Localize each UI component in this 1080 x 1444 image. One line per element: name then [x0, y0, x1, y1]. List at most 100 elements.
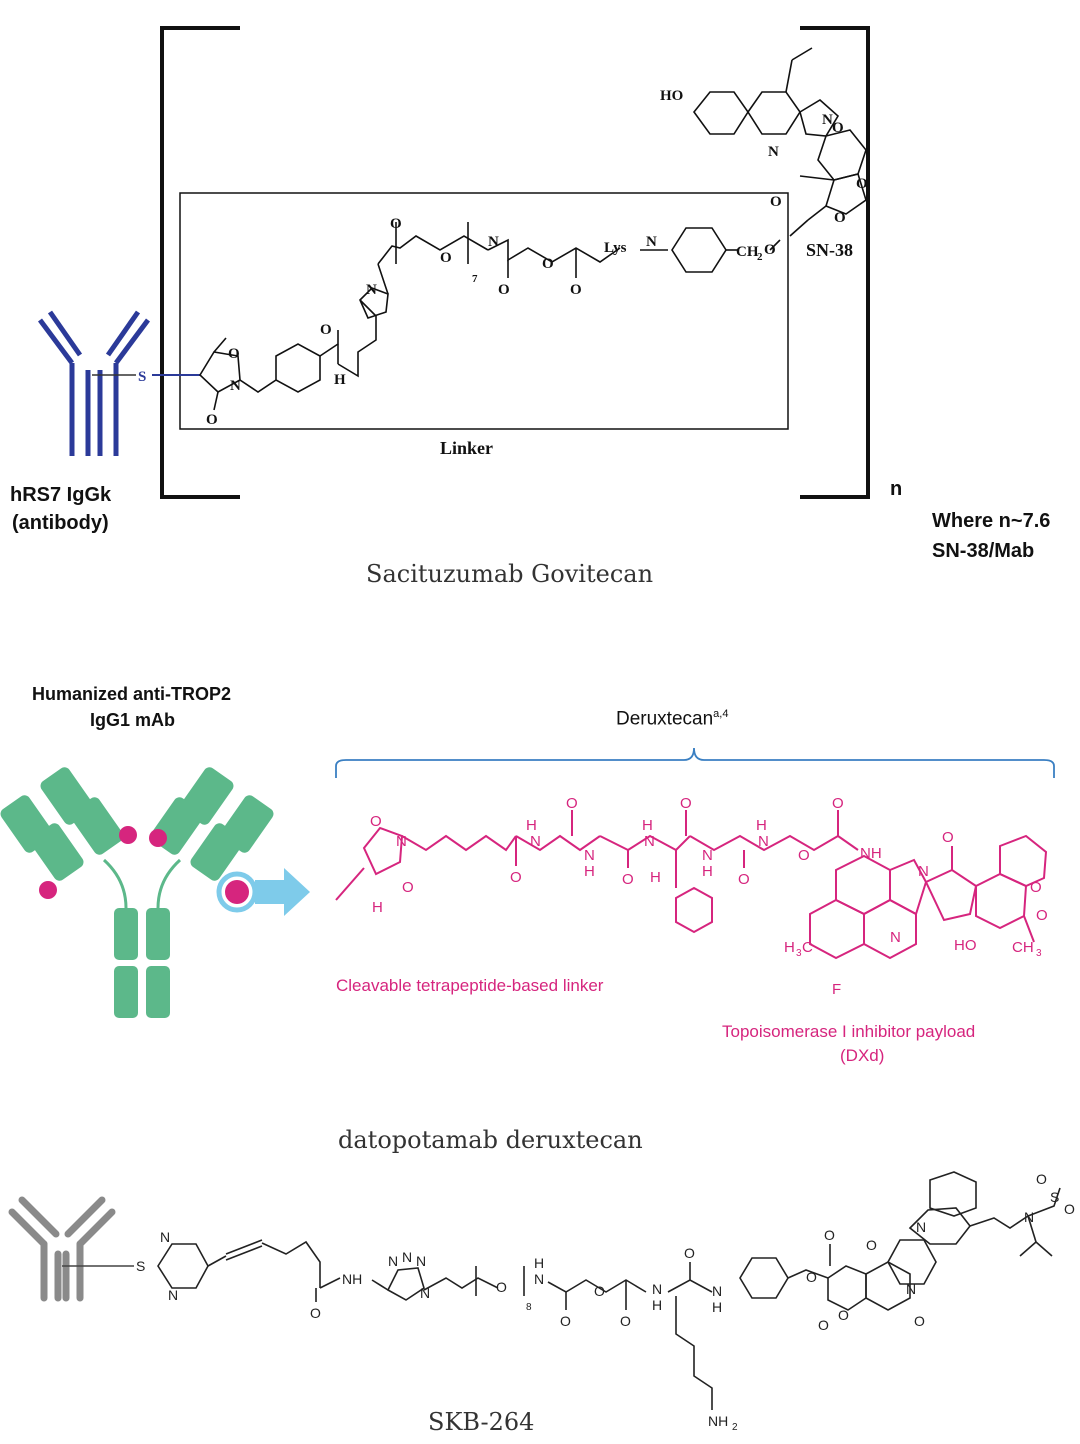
- linker-box: [179, 192, 789, 430]
- svg-text:N: N: [488, 234, 499, 250]
- svg-text:O: O: [764, 242, 776, 258]
- svg-text:CH: CH: [1012, 939, 1034, 956]
- svg-text:O: O: [914, 1313, 925, 1329]
- panel-datopotamab-deruxtecan: O N O H O H N O N H O H N H O N H O H N …: [0, 670, 1080, 1170]
- svg-text:N: N: [1024, 1209, 1034, 1225]
- linker-label: Linker: [440, 438, 494, 458]
- svg-text:S: S: [138, 369, 146, 385]
- payload-label: SN-38: [806, 240, 854, 260]
- payload-dot-icon: [39, 826, 249, 904]
- svg-text:N: N: [160, 1229, 170, 1245]
- svg-text:H: H: [712, 1299, 722, 1315]
- dar-line2: SN-38/Mab: [932, 540, 1035, 562]
- svg-text:N: N: [416, 1253, 426, 1269]
- svg-text:N: N: [530, 833, 541, 850]
- svg-text:O: O: [390, 216, 402, 232]
- svg-text:O: O: [594, 1283, 605, 1299]
- svg-text:H: H: [784, 939, 795, 956]
- svg-text:H: H: [702, 863, 713, 880]
- svg-text:O: O: [866, 1237, 877, 1253]
- svg-text:N: N: [758, 833, 769, 850]
- svg-text:O: O: [402, 879, 414, 896]
- mab-title-line2: IgG1 mAb: [90, 710, 176, 730]
- svg-text:O: O: [806, 1269, 817, 1285]
- svg-text:O: O: [560, 1313, 571, 1329]
- svg-text:N: N: [366, 282, 377, 298]
- svg-text:O: O: [206, 412, 218, 428]
- svg-text:H: H: [526, 817, 537, 834]
- gray-antibody-icon: [8, 1196, 116, 1302]
- svg-text:O: O: [1030, 879, 1042, 896]
- svg-text:O: O: [510, 869, 522, 886]
- svg-text:O: O: [496, 1279, 507, 1295]
- svg-text:N: N: [712, 1283, 722, 1299]
- deruxtecan-skeleton: [335, 810, 1048, 960]
- dd-structure-diagram: O N O H O H N O N H O H N H O N H O H N …: [0, 747, 1055, 1018]
- svg-text:H: H: [756, 817, 767, 834]
- svg-text:Lys: Lys: [604, 240, 627, 256]
- svg-text:O: O: [1036, 1171, 1047, 1187]
- svg-text:O: O: [370, 813, 382, 830]
- skb264-skeleton: [157, 1171, 1061, 1410]
- svg-text:O: O: [620, 1313, 631, 1329]
- panel-sacituzumab-govitecan: S HO N N O O O O O O O N O H N O O 7 N O…: [0, 0, 1080, 610]
- svg-text:O: O: [310, 1305, 321, 1321]
- svg-text:O: O: [566, 795, 578, 812]
- mab-title-line1: Humanized anti-TROP2: [32, 684, 232, 704]
- caption-datopotamab: datopotamab deruxtecan: [338, 1126, 643, 1154]
- svg-text:O: O: [770, 194, 782, 210]
- svg-text:HO: HO: [660, 88, 683, 104]
- svg-text:NH: NH: [342, 1271, 362, 1287]
- svg-text:N: N: [388, 1253, 398, 1269]
- svg-text:H: H: [650, 869, 661, 886]
- svg-text:7: 7: [472, 273, 478, 285]
- svg-text:H: H: [642, 817, 653, 834]
- svg-text:S: S: [1050, 1189, 1059, 1205]
- svg-text:N: N: [768, 144, 779, 160]
- svg-text:H: H: [534, 1255, 544, 1271]
- svg-text:N: N: [822, 112, 833, 128]
- svg-text:O: O: [798, 847, 810, 864]
- panel-skb-264: S N N O NH N N N N O 8 N H O O O N H O N…: [0, 1170, 1080, 1444]
- svg-text:O: O: [320, 322, 332, 338]
- svg-text:F: F: [832, 981, 841, 998]
- antibody-icon: [37, 310, 151, 456]
- svg-text:O: O: [570, 282, 582, 298]
- svg-text:O: O: [440, 250, 452, 266]
- antibody-label-line2: (antibody): [12, 512, 109, 534]
- svg-text:N: N: [702, 847, 713, 864]
- svg-text:HO: HO: [954, 937, 977, 954]
- svg-text:N: N: [534, 1271, 544, 1287]
- svg-text:N: N: [402, 1249, 412, 1265]
- svg-text:2: 2: [732, 1422, 738, 1433]
- deruxtecan-label-sup: a,4: [713, 708, 729, 720]
- svg-text:O: O: [228, 346, 240, 362]
- svg-text:N: N: [230, 378, 241, 394]
- svg-text:N: N: [916, 1219, 926, 1235]
- dd-atom-labels: O N O H O H N O N H O H N H O N H O H N …: [370, 795, 1048, 998]
- skb264-structure-diagram: S N N O NH N N N N O 8 N H O O O N H O N…: [8, 1171, 1075, 1433]
- svg-text:3: 3: [796, 948, 802, 959]
- svg-text:O: O: [738, 871, 750, 888]
- svg-text:N: N: [420, 1285, 430, 1301]
- svg-text:O: O: [498, 282, 510, 298]
- svg-text:2: 2: [757, 251, 763, 263]
- deruxtecan-label-text: Deruxtecan: [616, 708, 714, 730]
- svg-text:O: O: [680, 795, 692, 812]
- svg-text:O: O: [684, 1245, 695, 1261]
- svg-text:N: N: [396, 833, 407, 850]
- svg-text:N: N: [646, 234, 657, 250]
- svg-text:H: H: [372, 899, 383, 916]
- linker-skeleton: [198, 222, 781, 411]
- svg-text:N: N: [918, 863, 929, 880]
- dar-line1: Where n~7.6: [932, 510, 1051, 532]
- svg-text:C: C: [802, 939, 813, 956]
- svg-text:CH: CH: [736, 244, 759, 260]
- linker-description: Cleavable tetrapeptide-based linker: [336, 976, 604, 995]
- svg-text:O: O: [832, 795, 844, 812]
- polymer-bracket: [160, 26, 870, 499]
- svg-text:O: O: [622, 871, 634, 888]
- sn38-skeleton: [692, 47, 867, 237]
- repeat-n-label: n: [890, 478, 903, 500]
- svg-text:O: O: [856, 176, 868, 192]
